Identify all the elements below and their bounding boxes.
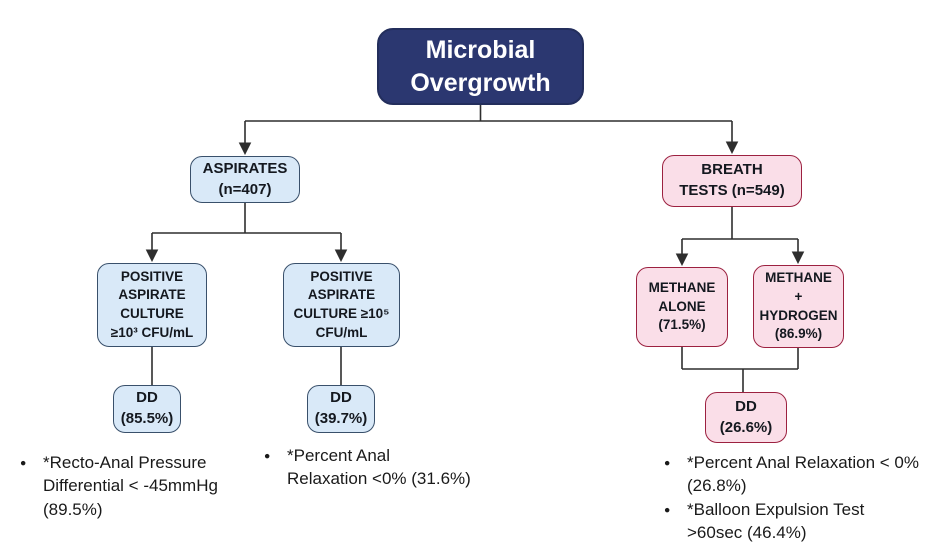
bullet-item: *Percent Anal Relaxation < 0%(26.8%) xyxy=(664,451,944,498)
node-aspirates: ASPIRATES(n=407) xyxy=(190,156,300,203)
node-dd-breath: DD(26.6%) xyxy=(705,392,787,443)
node-dd-culture-10e5: DD(39.7%) xyxy=(307,385,375,433)
connector-group xyxy=(145,105,805,392)
notes-breath-tests: *Percent Anal Relaxation < 0%(26.8%)*Bal… xyxy=(664,451,944,545)
bullet-item: *Balloon Expulsion Test>60sec (46.4%) xyxy=(664,498,944,545)
node-methane-hydrogen: METHANE+HYDROGEN(86.9%) xyxy=(753,265,844,348)
node-dd-culture-10e3: DD(85.5%) xyxy=(113,385,181,433)
